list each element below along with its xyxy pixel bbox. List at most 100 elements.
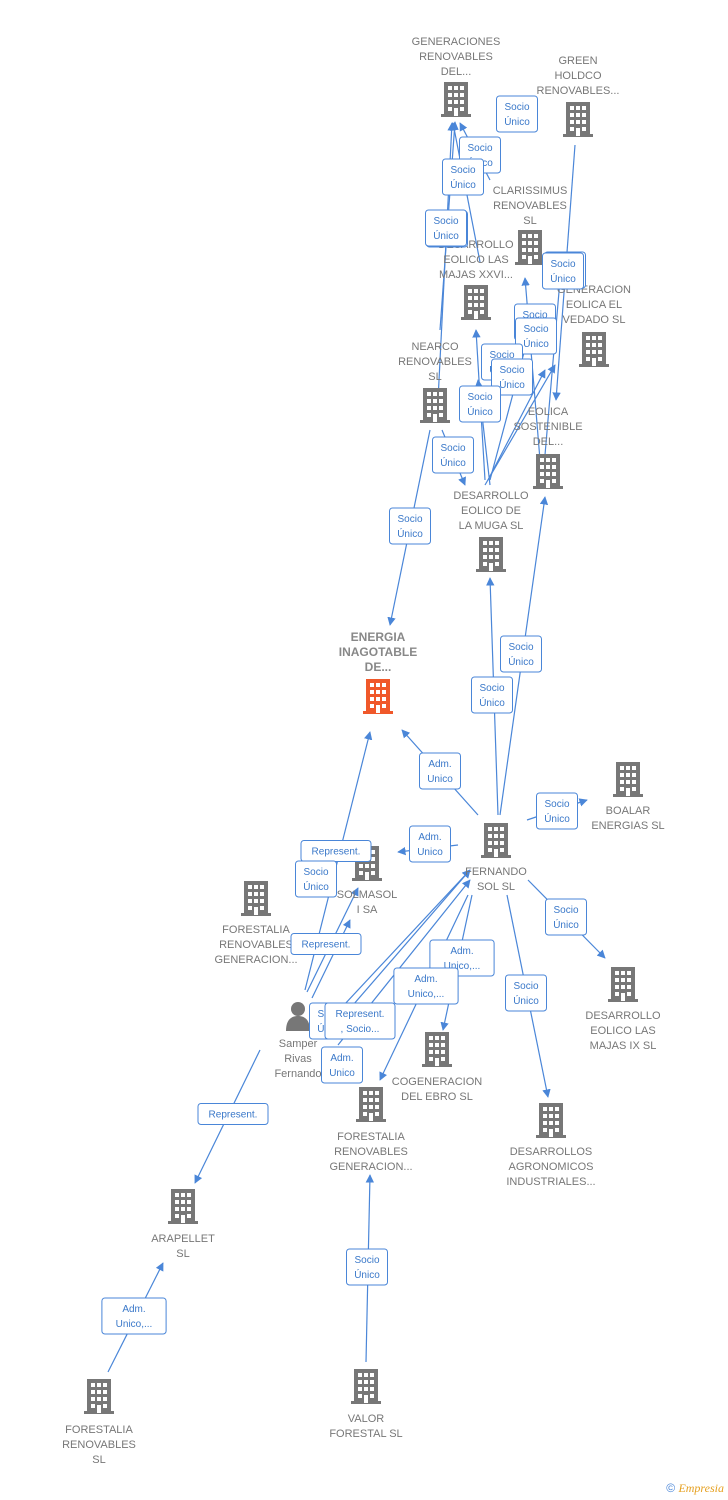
edge-label-text: Socio [467,143,492,154]
node-label-line: FORESTALIA [222,924,290,936]
edge-label-text: Represent. [312,847,361,858]
edge-label-text: Unico,... [408,989,445,1000]
edge-label-fernando-to-cogeneracion[interactable]: Adm.Unico,... [429,939,495,977]
node-label-line: FERNANDO [465,866,527,878]
node-forestalia_gen1[interactable]: FORESTALIARENOVABLESGENERACION... [214,881,298,966]
edge-label-text: Socio [450,165,475,176]
building-icon [84,1379,114,1414]
edge-label-box [505,974,547,1012]
edge-label-samper-to-fernando[interactable]: Adm.Unico [321,1046,363,1084]
edge-label-text: Único [550,272,576,285]
node-label-line: INDUSTRIALES... [506,1176,595,1188]
edge-label-text: Único [479,696,505,709]
node-forestalia_gen2[interactable]: FORESTALIARENOVABLESGENERACION... [329,1087,413,1173]
edge-label-text: Único [508,655,534,668]
node-label-line: FORESTALIA [65,1424,133,1436]
edge-muga-to-generacion_vedado [484,364,556,486]
edge-label-text: Socio [440,443,465,454]
node-label-line: EOLICO LAS [590,1025,655,1037]
building-icon [422,1032,452,1067]
edge-samper-to-fernando [339,869,471,1021]
person-icon [286,1002,310,1031]
node-label-line: SL [176,1248,189,1260]
building-icon [363,679,393,714]
edge-label-samper-to-arapellet[interactable]: Represent. [197,1103,269,1125]
edge-label-text: Adm. [450,946,473,957]
edge-label-text: Único [450,178,476,191]
edge-label-box [409,825,451,863]
edge-label-text: Único [354,1268,380,1281]
building-icon [536,1103,566,1138]
edge-label-box [432,436,474,474]
edge-label-text: Socio [544,799,569,810]
edge-label-box [471,676,513,714]
node-label-line: EOLICA EL [566,299,622,311]
edge-label-forestalia_sl-to-arapellet[interactable]: Adm.Unico,... [101,1297,167,1335]
brand-logo-text: Empresia [678,1481,724,1495]
node-label-line: SL [523,215,536,227]
node-label-line: INAGOTABLE [339,645,417,659]
edge-samper-to-fernando [329,869,471,1021]
edge-label-text: Socio [479,683,504,694]
edge-label-samper-to-energia[interactable]: Represent. [300,840,372,862]
edge-label-text: Socio [553,905,578,916]
edge-label-text: Único [440,456,466,469]
edge-label-box [290,933,362,955]
edge-label-text: Único [303,880,329,893]
building-icon [515,230,545,265]
node-green[interactable]: GREENHOLDCORENOVABLES... [537,55,620,137]
node-label-line: RENOVABLES [219,939,293,951]
node-label-line: SOSTENIBLE [513,421,582,433]
footer-credit[interactable]: © Empresia [666,1481,724,1496]
edge-label-fernando-to-energia[interactable]: Adm.Unico [419,752,461,790]
edge-label-samper-to-fernando[interactable]: Represent., Socio... [324,1002,396,1040]
node-energia[interactable]: ENERGIAINAGOTABLEDE... [339,630,417,714]
node-label-line: DEL... [441,66,472,78]
edge-label-text: Socio [433,216,458,227]
edge-label-fernando-to-forestalia_gen2[interactable]: Adm.Unico,... [393,967,459,1005]
node-eolica_sostenible[interactable]: EOLICASOSTENIBLEDEL... [513,406,583,489]
building-icon [613,762,643,797]
edge-label-samper-to-solmasol[interactable]: Represent. [290,933,362,955]
edge-label-fernando-to-solmasol[interactable]: Adm.Unico [409,825,451,863]
edge-label-text: Adm. [122,1304,145,1315]
node-label-line: ENERGIAS SL [591,820,664,832]
node-label-line: Fernando [274,1068,321,1080]
node-desarrollos_agro[interactable]: DESARROLLOSAGRONOMICOSINDUSTRIALES... [506,1103,596,1188]
node-generaciones[interactable]: GENERACIONESRENOVABLESDEL... [412,36,501,117]
edge-label-box [545,898,587,936]
edge-label-text: Único [433,229,459,242]
node-label-line: VALOR [348,1413,385,1425]
edge-label-box [459,385,501,423]
